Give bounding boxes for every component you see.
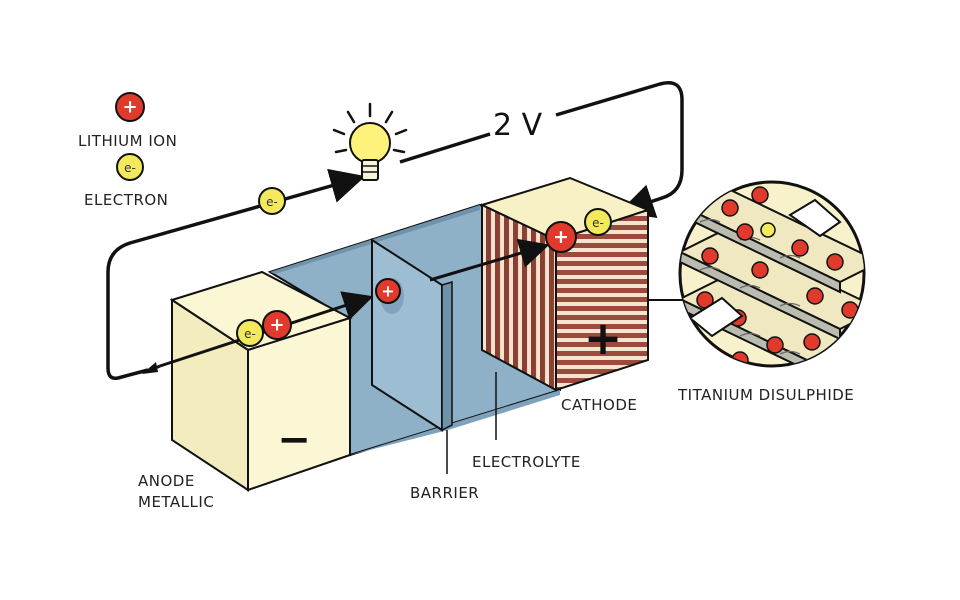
- anode-lithium-ion: +: [262, 310, 292, 340]
- barrier-label: BARRIER: [410, 484, 479, 502]
- svg-text:+: +: [381, 282, 394, 301]
- anode-block: −: [169, 270, 353, 492]
- legend-lithium-ion-label: LITHIUM ION: [78, 132, 177, 150]
- electron-legend-icon: [116, 153, 144, 181]
- cathode-sign: +: [584, 311, 623, 365]
- svg-text:+: +: [269, 315, 284, 336]
- cathode-lithium-ion: +: [545, 221, 577, 253]
- titanium-disulphide-detail: [648, 180, 866, 368]
- circuit-wire-top: [399, 81, 684, 208]
- lithium-ion-legend-icon: [115, 92, 145, 122]
- svg-text:e-: e-: [124, 161, 136, 175]
- svg-text:e-: e-: [592, 216, 604, 230]
- voltage-label: 2 V: [493, 108, 543, 143]
- svg-text:e-: e-: [266, 195, 278, 209]
- svg-text:e-: e-: [244, 327, 256, 341]
- barrier-lithium-ion: +: [375, 278, 404, 314]
- ion-flow-arrow-2: [429, 238, 550, 282]
- legend-electron-label: ELECTRON: [84, 191, 168, 209]
- svg-text:+: +: [122, 97, 137, 118]
- anode-electron: e-: [236, 319, 264, 347]
- legend: + LITHIUM ION e- ELECTRON: [78, 92, 177, 209]
- svg-text:+: +: [553, 226, 569, 248]
- cathode-electron: e-: [584, 208, 612, 236]
- anode-label-line2: METALLIC: [138, 493, 214, 511]
- anode-sign: −: [277, 417, 311, 463]
- circuit-wire: [106, 168, 366, 381]
- electrolyte-label: ELECTROLYTE: [472, 453, 581, 471]
- anode-label-line1: ANODE: [138, 472, 195, 490]
- cathode-label: CATHODE: [561, 396, 637, 414]
- detail-label: TITANIUM DISULPHIDE: [677, 386, 854, 404]
- light-bulb-icon: [332, 102, 408, 181]
- cathode-block: +: [479, 176, 651, 392]
- electron-on-wire: e-: [258, 187, 286, 215]
